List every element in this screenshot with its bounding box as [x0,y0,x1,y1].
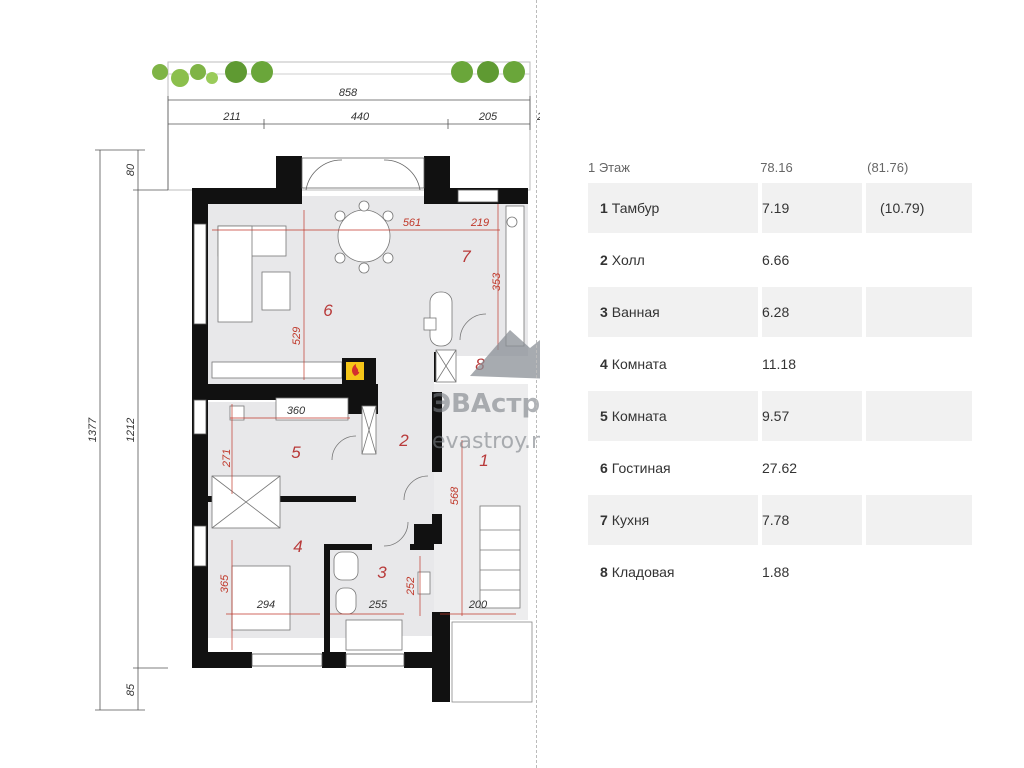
watermark: ЭВАстрой evastroy.ru [432,330,540,454]
room-number-6: 6 [323,301,333,320]
room-area: 27.62 [762,460,798,476]
dim-top-c: 205 [478,111,498,123]
dim-529: 529 [291,327,303,345]
room-area: 11.18 [762,356,796,372]
room-area-extra [866,547,972,597]
dim-left-bottom: 85 [125,683,137,696]
room-number-1: 1 [479,451,488,470]
dim-top-total: 858 [339,87,358,99]
inner-dim-lines [212,204,516,650]
dim-271: 271 [221,449,233,468]
room-area-extra [866,443,972,493]
room-number: 2 [600,252,608,268]
room-number-3: 3 [377,563,387,582]
room-area-extra [866,391,972,441]
dim-top-d: 2 [536,111,540,123]
dim-left-main: 1212 [125,418,137,442]
top-dimensions [167,96,531,190]
room-name: Ванная [611,304,660,320]
header-floor: 1 Этаж [588,159,630,175]
room-name: Кухня [611,512,650,528]
dim-200: 200 [468,599,488,611]
room-area: 6.66 [762,252,790,268]
room-name: Тамбур [611,200,660,216]
area-table-header: 1 Этаж 78.16 (81.76) [588,152,972,182]
room-number: 5 [600,408,608,424]
divider-line [536,0,537,768]
room-number: 8 [600,564,608,580]
room-area-extra [866,235,972,285]
dim-top-a: 211 [222,111,241,123]
dim-561: 561 [403,217,421,229]
room-number-4: 4 [293,537,302,556]
room-area: 1.88 [762,564,790,580]
room-name: Холл [611,252,645,268]
room-area: 7.78 [762,495,862,545]
left-dimensions [95,149,168,711]
room-area-extra [866,495,972,545]
dim-360: 360 [287,405,306,417]
room-number: 3 [600,304,608,320]
dim-left-top: 80 [125,163,137,176]
floor-plan: 858 211 440 205 2 1377 1212 80 85 [87,61,540,711]
furniture [211,200,533,703]
room-number-5: 5 [291,443,301,462]
dim-219: 219 [470,217,489,229]
watermark-site: evastroy.ru [432,429,540,454]
dim-top-b: 440 [351,111,370,123]
fireplace-icon [342,358,376,384]
room-name: Комната [611,408,667,424]
header-area: 78.16 [760,159,793,175]
dim-568: 568 [449,486,461,505]
room-number: 1 [600,200,608,216]
plants [152,61,525,87]
door-arcs [331,313,487,547]
watermark-brand: ЭВАстрой [432,389,540,419]
room-number-2: 2 [398,431,409,450]
dim-294: 294 [256,599,275,611]
entry-door [301,157,425,191]
room-number: 7 [600,512,608,528]
dim-left-total: 1377 [87,417,99,442]
room-area: 9.57 [762,391,862,441]
room-area-extra [866,287,972,337]
room-area: 7.19 [762,183,862,233]
windows [193,189,499,667]
room-number: 4 [600,356,608,372]
room-number-7: 7 [461,247,471,266]
dim-365: 365 [219,574,231,593]
header-area-total: (81.76) [867,159,909,175]
room-area-extra: (10.79) [866,183,972,233]
dim-252: 252 [405,577,417,596]
dim-255: 255 [368,599,388,611]
room-name: Комната [611,356,667,372]
room-number: 6 [600,460,608,476]
room-name: Гостиная [611,460,671,476]
room-area: 6.28 [762,287,862,337]
room-area-extra [866,339,972,389]
room-name: Кладовая [611,564,675,580]
dim-353: 353 [491,272,503,291]
watermark-logo-icon [470,330,540,379]
